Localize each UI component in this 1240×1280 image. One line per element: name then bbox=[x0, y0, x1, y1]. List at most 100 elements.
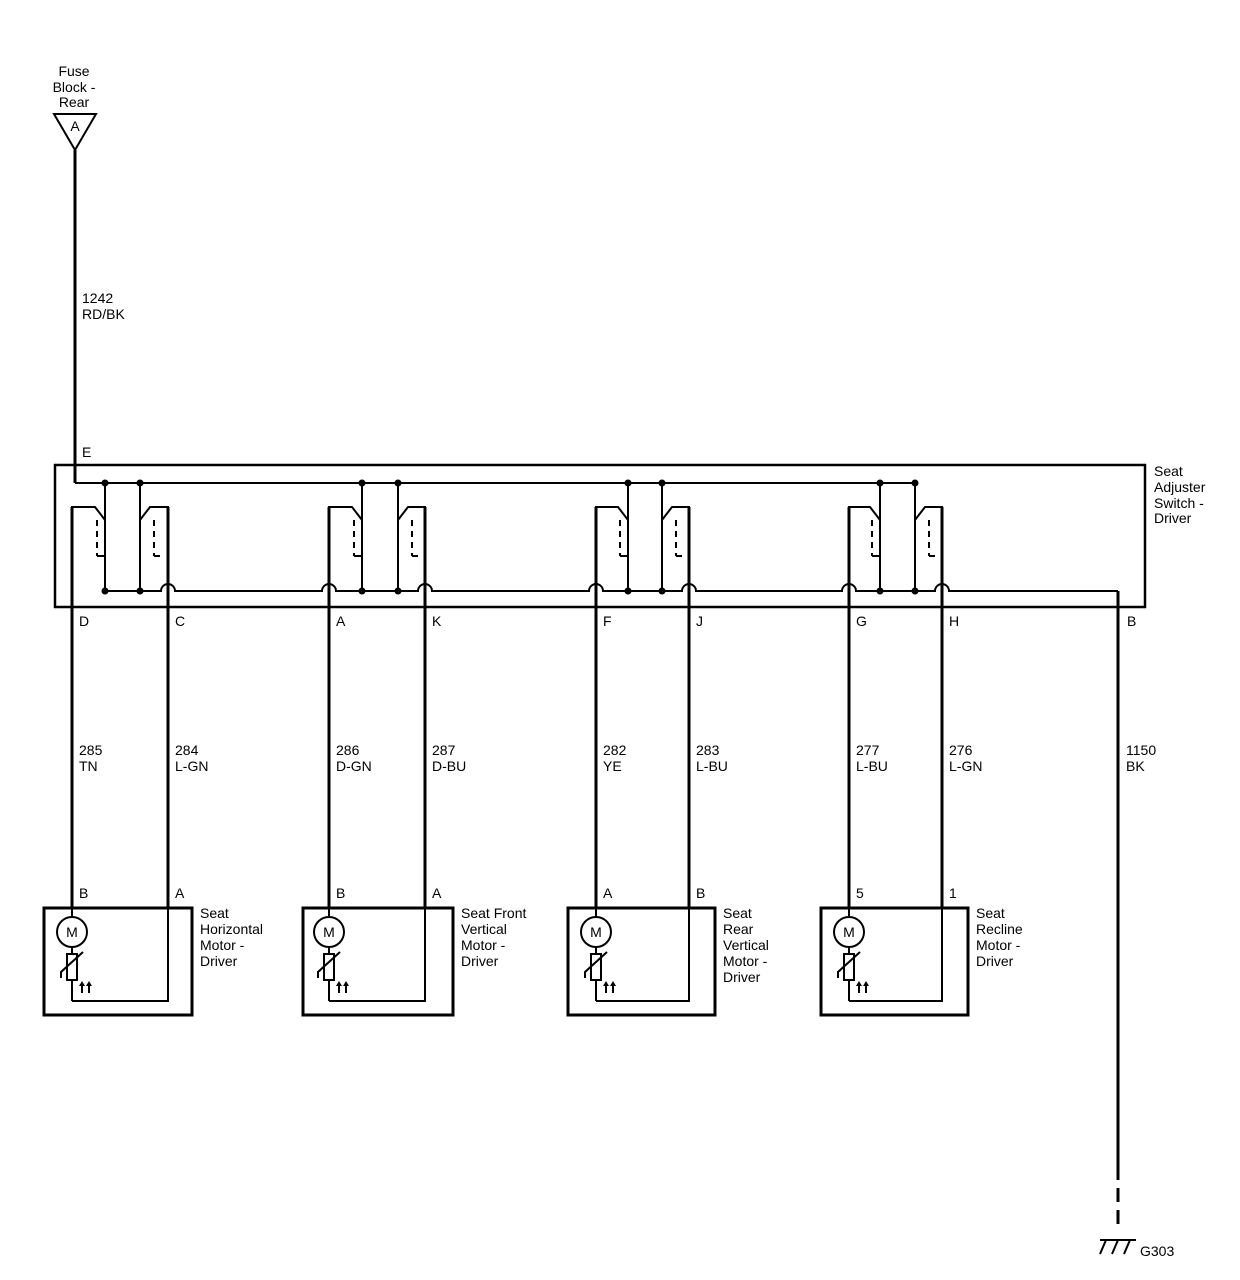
ground-junction-dot bbox=[624, 587, 632, 595]
sensor-arrow-head bbox=[79, 981, 85, 986]
wire-color-code: L-GN bbox=[175, 758, 208, 774]
wire-circuit-number: 287 bbox=[432, 742, 456, 758]
wire-circuit-number: 282 bbox=[603, 742, 627, 758]
switch-contact-left-icon bbox=[848, 506, 881, 591]
wire-color-code: D-BU bbox=[432, 758, 466, 774]
motor-name-line-2: Recline bbox=[976, 921, 1023, 937]
ground-wire-circuit: 1150 bbox=[1126, 742, 1156, 758]
motor-box bbox=[566, 906, 717, 1017]
motor-box bbox=[42, 906, 194, 1017]
switch-name-line-2: Adjuster bbox=[1154, 479, 1206, 495]
wire-color-code: L-BU bbox=[696, 758, 728, 774]
sensor-variable-arrow bbox=[837, 951, 861, 978]
motor-right-pin: B bbox=[696, 885, 705, 901]
feed-wire-color: RD/BK bbox=[82, 306, 125, 322]
feed-junction-dot bbox=[658, 479, 666, 487]
feed-junction-dot bbox=[876, 479, 884, 487]
wire-circuit-number: 286 bbox=[336, 742, 360, 758]
switch-pin-label: D bbox=[79, 613, 89, 629]
switch-pin-label: H bbox=[949, 613, 959, 629]
sensor-arrow-head bbox=[336, 981, 342, 986]
ground-junction-dot bbox=[911, 587, 919, 595]
feed-junction-dot bbox=[624, 479, 632, 487]
sensor-variable-arrow bbox=[584, 951, 608, 978]
motor-symbol: M bbox=[66, 924, 78, 940]
motor-name-line-1: Seat bbox=[723, 905, 752, 921]
motor-return-loop bbox=[596, 908, 690, 1002]
switch-pin-label: F bbox=[603, 613, 612, 629]
motor-return-loop bbox=[329, 908, 426, 1002]
switch-name-line-1: Seat bbox=[1154, 463, 1183, 479]
fuse-label-line-1: Fuse bbox=[58, 63, 89, 79]
switch-pair-2 bbox=[328, 479, 426, 595]
motor-symbol: M bbox=[323, 924, 335, 940]
sensor-arrow-head bbox=[343, 981, 349, 986]
wire-color-code: D-GN bbox=[336, 758, 372, 774]
motor-name-line-3: Vertical bbox=[723, 937, 769, 953]
motor-return-loop bbox=[72, 908, 169, 1002]
feed-junction-dot bbox=[394, 479, 402, 487]
motor-name-line-3: Motor - bbox=[976, 937, 1021, 953]
wire-circuit-number: 283 bbox=[696, 742, 720, 758]
ground-junction-dot bbox=[394, 587, 402, 595]
motor-name-line-3: Motor - bbox=[200, 937, 245, 953]
feed-junction-dot bbox=[101, 479, 109, 487]
switch-name-line-4: Driver bbox=[1154, 510, 1192, 526]
ground-label: G303 bbox=[1140, 1243, 1174, 1259]
sensor-arrow-head bbox=[603, 981, 609, 986]
output-wires: D285TNC284L-GNA286D-GNK287D-BUF282YEJ283… bbox=[70, 507, 982, 908]
switch-contact-left-icon bbox=[595, 506, 629, 591]
motor-left-pin: B bbox=[79, 885, 88, 901]
switch-ground-bus bbox=[104, 583, 1118, 592]
ground-circuit: B 1150 BK G303 bbox=[1099, 591, 1174, 1259]
motor-name-line-1: Seat bbox=[200, 905, 229, 921]
motor-name-line-2: Horizontal bbox=[200, 921, 263, 937]
switch-pin-label: C bbox=[175, 613, 185, 629]
motor-name-line-4: Driver bbox=[200, 953, 238, 969]
switch-pair-1 bbox=[71, 479, 169, 595]
wire-circuit-number: 284 bbox=[175, 742, 199, 758]
ground-junction-dot bbox=[658, 587, 666, 595]
motor-name-line-1: Seat bbox=[976, 905, 1005, 921]
switch-pin-label: J bbox=[696, 613, 703, 629]
switch-name-line-3: Switch - bbox=[1154, 495, 1204, 511]
switch-pin-label: K bbox=[432, 613, 442, 629]
switch-pair-4 bbox=[848, 479, 943, 595]
sensor-arrow-head bbox=[610, 981, 616, 986]
motor-left-pin: B bbox=[336, 885, 345, 901]
fuse-label-line-2: Block - bbox=[53, 79, 96, 95]
wire-color-code: YE bbox=[603, 758, 622, 774]
ground-symbol-icon bbox=[1099, 1239, 1136, 1255]
fuse-label-line-3: Rear bbox=[59, 94, 90, 110]
motor-symbol: M bbox=[590, 924, 602, 940]
sensor-variable-arrow bbox=[60, 951, 84, 978]
wire-color-code: TN bbox=[79, 758, 98, 774]
sensor-arrow-head bbox=[86, 981, 92, 986]
motor-name-line-4: Driver bbox=[976, 953, 1014, 969]
ground-junction-dot bbox=[101, 587, 109, 595]
switch-feed-bus bbox=[75, 482, 916, 507]
feed-junction-dot bbox=[136, 479, 144, 487]
switch-contact-right-icon bbox=[139, 506, 169, 591]
wire-circuit-number: 285 bbox=[79, 742, 103, 758]
motor-name-line-2: Vertical bbox=[461, 921, 507, 937]
motor-name-line-4: Driver bbox=[461, 953, 499, 969]
fuse-block: Fuse Block - Rear A bbox=[52, 63, 98, 152]
switch-contact-right-icon bbox=[914, 506, 943, 591]
motor-return-loop bbox=[849, 908, 943, 1002]
motor-box bbox=[819, 906, 970, 1017]
motor-right-pin: A bbox=[175, 885, 185, 901]
ground-junction-dot bbox=[358, 587, 366, 595]
